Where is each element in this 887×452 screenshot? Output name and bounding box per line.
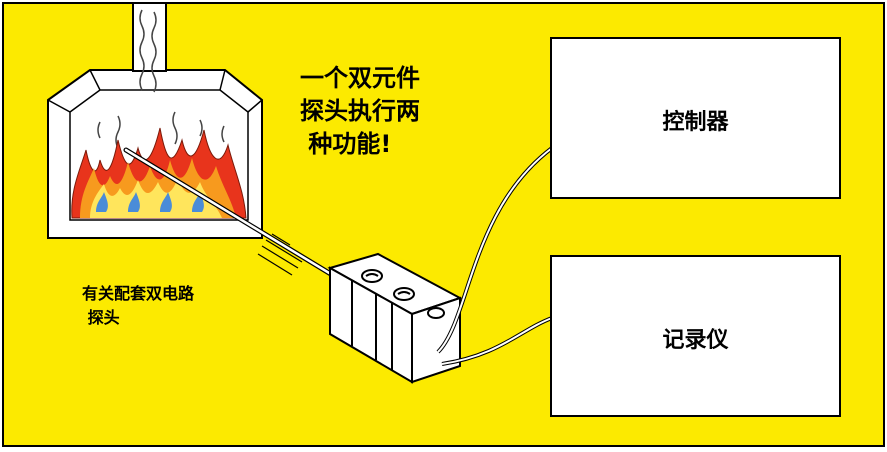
chimney: [132, 2, 167, 72]
slogan-text: 一个双元件探头执行两 种功能!: [300, 62, 420, 161]
controller-label: 控制器: [662, 110, 729, 135]
motion-lines: [257, 233, 303, 276]
cables-inner: [437, 147, 553, 365]
recorder-label: 记录仪: [662, 328, 729, 353]
slogan-line-1: 一个双元件: [300, 64, 420, 92]
probe-note-line-2: 探头: [82, 308, 120, 327]
thermocouple-probe-icon: [123, 147, 347, 285]
terminal-block-icon: [327, 252, 463, 384]
smoke-wisps: [97, 9, 225, 149]
slogan-line-3: 种功能!: [300, 130, 392, 158]
probe-note: 有关配套双电路 探头: [82, 282, 194, 330]
slogan-line-2: 探头执行两: [300, 97, 420, 125]
controller-box: [550, 37, 841, 199]
probe-note-line-1: 有关配套双电路: [82, 284, 195, 303]
recorder-box: [550, 255, 841, 417]
